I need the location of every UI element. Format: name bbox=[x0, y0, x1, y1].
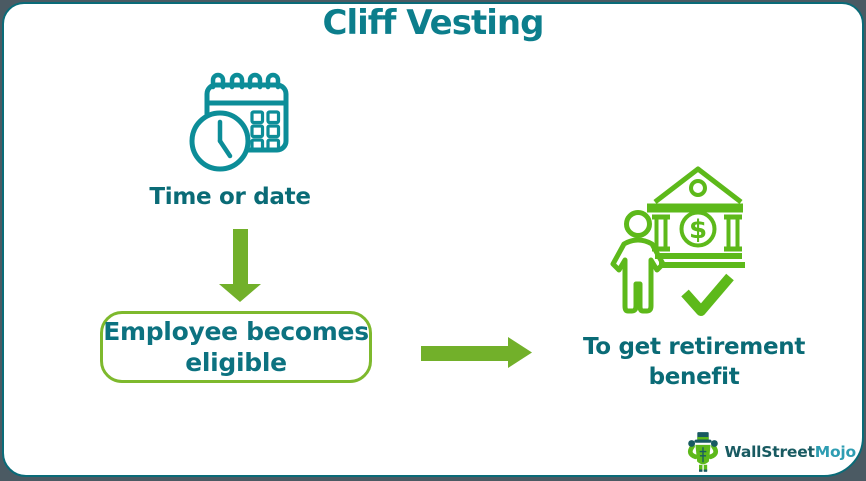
person-bank-checkmark-icon: $ bbox=[610, 166, 745, 316]
time-or-date-label: Time or date bbox=[149, 184, 311, 210]
wallstreetmojo-logo: WallStreetMojo bbox=[685, 431, 856, 473]
calendar-binding-icon bbox=[229, 72, 245, 90]
eligible-box-line: Employee becomes bbox=[103, 316, 369, 346]
retirement-benefit-label: To get retirement benefit bbox=[556, 332, 832, 393]
right-arrow-icon bbox=[421, 337, 532, 368]
calendar-binding-icon bbox=[210, 72, 226, 90]
person-icon bbox=[610, 210, 666, 314]
logo-text-wallstreet: WallStreet bbox=[724, 443, 815, 461]
checkmark-icon bbox=[681, 273, 734, 316]
bank-icon: $ bbox=[647, 166, 745, 268]
down-arrow-icon bbox=[219, 229, 261, 302]
logo-text-mojo: Mojo bbox=[814, 443, 856, 461]
page-title: Cliff Vesting bbox=[322, 3, 545, 43]
calendar-binding-icon bbox=[265, 72, 281, 90]
calendar-date-grid bbox=[250, 110, 281, 153]
wallstreetmojo-wordmark: WallStreetMojo bbox=[724, 443, 856, 461]
calendar-clock-icon bbox=[189, 72, 289, 172]
retirement-benefit-line: To get retirement bbox=[582, 334, 806, 360]
employee-becomes-eligible-box: Employee becomes eligible bbox=[100, 311, 372, 383]
clock-minute-hand bbox=[217, 138, 233, 159]
dollar-sign-icon: $ bbox=[689, 215, 707, 245]
calendar-binding-icon bbox=[247, 72, 263, 90]
eligible-box-line: eligible bbox=[185, 348, 287, 377]
retirement-benefit-line: benefit bbox=[648, 364, 740, 391]
wallstreetmojo-mascot-icon bbox=[688, 432, 719, 472]
